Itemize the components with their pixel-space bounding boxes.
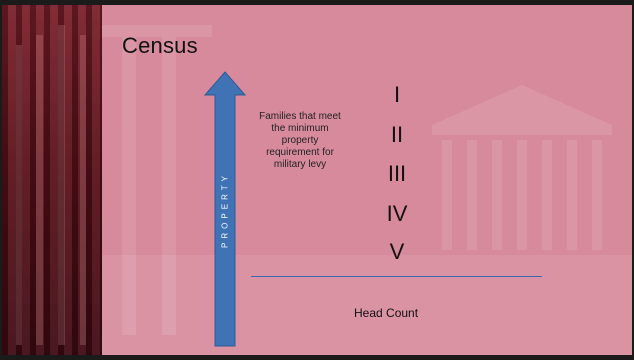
slide: Census PROPERTY Families that meet the m… bbox=[2, 5, 632, 355]
families-description: Families that meet the minimum property … bbox=[259, 111, 341, 170]
class-numeral-4: IV bbox=[386, 201, 408, 226]
class-numeral-1: I bbox=[393, 82, 401, 107]
up-arrow-icon bbox=[204, 71, 246, 347]
divider-line bbox=[251, 276, 542, 277]
head-count-label: Head Count bbox=[354, 306, 419, 320]
slide-title: Census bbox=[122, 33, 198, 58]
arrow-label-property: PROPERTY bbox=[220, 172, 230, 248]
class-numeral-2: II bbox=[390, 122, 404, 147]
class-numeral-3: III bbox=[387, 161, 407, 186]
class-numeral-5: V bbox=[389, 239, 405, 264]
background-building-image bbox=[102, 5, 632, 355]
background-photo-strip bbox=[2, 5, 102, 355]
